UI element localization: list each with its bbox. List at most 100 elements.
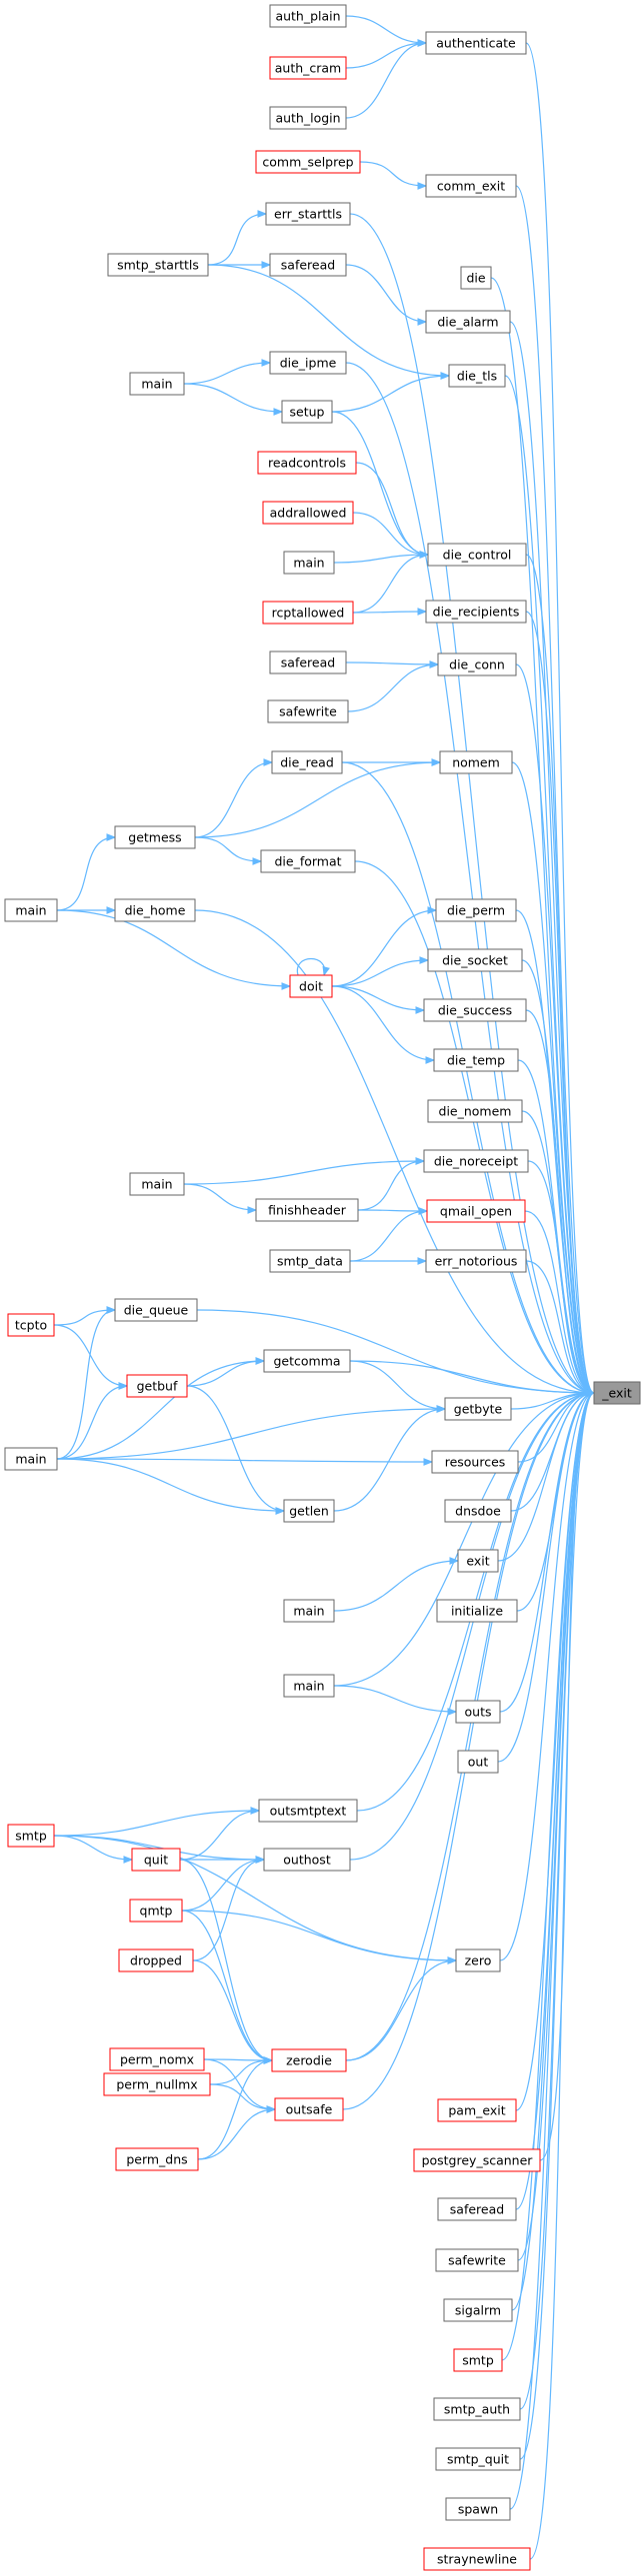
node-getmess[interactable]: getmess (114, 825, 196, 849)
node-die-read[interactable]: die_read (271, 750, 343, 774)
node-sigalrm[interactable]: sigalrm (443, 2298, 513, 2322)
node-die-nomem[interactable]: die_nomem (427, 1099, 523, 1123)
node-postgrey-scanner[interactable]: postgrey_scanner (413, 2148, 541, 2172)
edge-finishheader-to-qmail_open (357, 1210, 427, 1211)
node-getbyte[interactable]: getbyte (444, 1397, 512, 1421)
node-smtp-2[interactable]: smtp (453, 2348, 503, 2372)
node-main-3[interactable]: main (4, 898, 58, 922)
node-die-format[interactable]: die_format (260, 849, 356, 873)
node-outhost[interactable]: outhost (263, 1848, 351, 1872)
node-label: die_nomem (439, 1104, 512, 1119)
node-smtp-data[interactable]: smtp_data (269, 1249, 351, 1273)
node-doit[interactable]: doit (289, 974, 333, 998)
node-box (269, 650, 347, 674)
edge-smtp_auth-to-_exit (519, 1393, 595, 2410)
node-label: auth_plain (275, 9, 340, 24)
node-err-notorious[interactable]: err_notorious (425, 1249, 527, 1273)
node-readcontrols[interactable]: readcontrols (257, 451, 357, 475)
node-getbuf[interactable]: getbuf (126, 1374, 188, 1398)
node-die[interactable]: die (460, 266, 492, 290)
node-dnsdoe[interactable]: dnsdoe (444, 1499, 512, 1523)
node-initialize[interactable]: initialize (436, 1599, 518, 1623)
node-qmtp[interactable]: qmtp (129, 1899, 183, 1923)
node-safewrite-1[interactable]: safewrite (267, 699, 349, 723)
node-label: die_ipme (280, 356, 337, 371)
node--exit[interactable]: _exit (593, 1381, 641, 1405)
node-main-5[interactable]: main (4, 1447, 58, 1471)
node-auth-login[interactable]: auth_login (269, 106, 347, 130)
node-die-noreceipt[interactable]: die_noreceipt (423, 1149, 529, 1173)
node-saferead-3[interactable]: saferead (437, 2197, 517, 2221)
node-zero[interactable]: zero (455, 1948, 501, 1972)
node-smtp-quit[interactable]: smtp_quit (435, 2447, 521, 2471)
node-outs[interactable]: outs (455, 1700, 501, 1724)
node-dropped[interactable]: dropped (118, 1948, 194, 1972)
node-auth-plain[interactable]: auth_plain (269, 4, 347, 28)
node-main-7[interactable]: main (283, 1674, 335, 1698)
node-box (271, 750, 343, 774)
node-out[interactable]: out (457, 1750, 499, 1774)
node-die-alarm[interactable]: die_alarm (425, 310, 511, 334)
edge-perm_nullmx-to-zerodie (209, 2060, 272, 2085)
node-die-temp[interactable]: die_temp (433, 1048, 519, 1072)
node-comm-selprep[interactable]: comm_selprep (255, 150, 361, 174)
node-getlen[interactable]: getlen (283, 1499, 335, 1523)
edge-smtp_quit-to-_exit (519, 1393, 595, 2460)
node-resources[interactable]: resources (431, 1450, 519, 1474)
node-die-control[interactable]: die_control (427, 543, 527, 567)
node-pam-exit[interactable]: pam_exit (437, 2098, 517, 2122)
node-outsmtptext[interactable]: outsmtptext (258, 1799, 358, 1823)
node-saferead-2[interactable]: saferead (269, 650, 347, 674)
node-label: err_notorious (435, 1254, 518, 1269)
node-rcptallowed[interactable]: rcptallowed (262, 601, 354, 625)
node-exit[interactable]: exit (457, 1549, 499, 1573)
node-comm-exit[interactable]: comm_exit (425, 174, 517, 198)
edge-getmess-to-nomem (194, 762, 440, 838)
node-nomem[interactable]: nomem (439, 750, 513, 774)
node-auth-cram[interactable]: auth_cram (269, 56, 347, 80)
node-box (289, 974, 333, 998)
node-saferead-1[interactable]: saferead (269, 253, 347, 277)
node-getcomma[interactable]: getcomma (263, 1349, 351, 1373)
node-smtp-1[interactable]: smtp (7, 1824, 55, 1848)
node-smtp-starttls[interactable]: smtp_starttls (107, 253, 209, 277)
node-safewrite-2[interactable]: safewrite (435, 2248, 519, 2272)
edge-getlen-to-getbyte (333, 1409, 445, 1512)
node-finishheader[interactable]: finishheader (255, 1198, 359, 1222)
node-perm-nomx[interactable]: perm_nomx (109, 2047, 205, 2071)
node-straynewline[interactable]: straynewline (423, 2547, 531, 2571)
edge-safewrite_1-to-die_conn (347, 664, 438, 712)
edge-authenticate-to-_exit (525, 42, 595, 1393)
node-addrallowed[interactable]: addrallowed (262, 501, 354, 525)
node-die-conn[interactable]: die_conn (437, 652, 517, 676)
edge-perm_nomx-to-zerodie (203, 2059, 272, 2060)
node-main-4[interactable]: main (129, 1172, 185, 1196)
node-die-home[interactable]: die_home (114, 898, 196, 922)
node-zerodie[interactable]: zerodie (271, 2048, 347, 2072)
edge-nomem-to-_exit (511, 761, 595, 1393)
node-setup[interactable]: setup (281, 400, 333, 424)
node-die-recipients[interactable]: die_recipients (425, 600, 527, 624)
node-die-success[interactable]: die_success (423, 998, 527, 1022)
node-quit[interactable]: quit (131, 1848, 181, 1872)
node-spawn[interactable]: spawn (445, 2497, 511, 2521)
node-outsafe[interactable]: outsafe (274, 2097, 344, 2121)
node-main-1[interactable]: main (129, 372, 185, 396)
node-main-2[interactable]: main (283, 551, 335, 575)
node-err-starttls[interactable]: err_starttls (265, 202, 351, 226)
node-main-6[interactable]: main (283, 1599, 335, 1623)
node-die-ipme[interactable]: die_ipme (269, 351, 347, 375)
edge-tcpto-to-die_queue (53, 1310, 115, 1326)
node-tcpto[interactable]: tcpto (7, 1313, 55, 1337)
node-qmail-open[interactable]: qmail_open (426, 1199, 526, 1223)
node-label: outsafe (286, 2102, 333, 2117)
node-die-perm[interactable]: die_perm (435, 898, 517, 922)
node-die-tls[interactable]: die_tls (448, 364, 506, 388)
node-smtp-auth[interactable]: smtp_auth (433, 2397, 521, 2421)
node-die-queue[interactable]: die_queue (114, 1298, 198, 1322)
node-label: getbuf (137, 1379, 178, 1394)
node-die-socket[interactable]: die_socket (427, 948, 523, 972)
node-perm-dns[interactable]: perm_dns (115, 2147, 199, 2171)
node-perm-nullmx[interactable]: perm_nullmx (103, 2072, 211, 2096)
node-authenticate[interactable]: authenticate (425, 31, 527, 55)
